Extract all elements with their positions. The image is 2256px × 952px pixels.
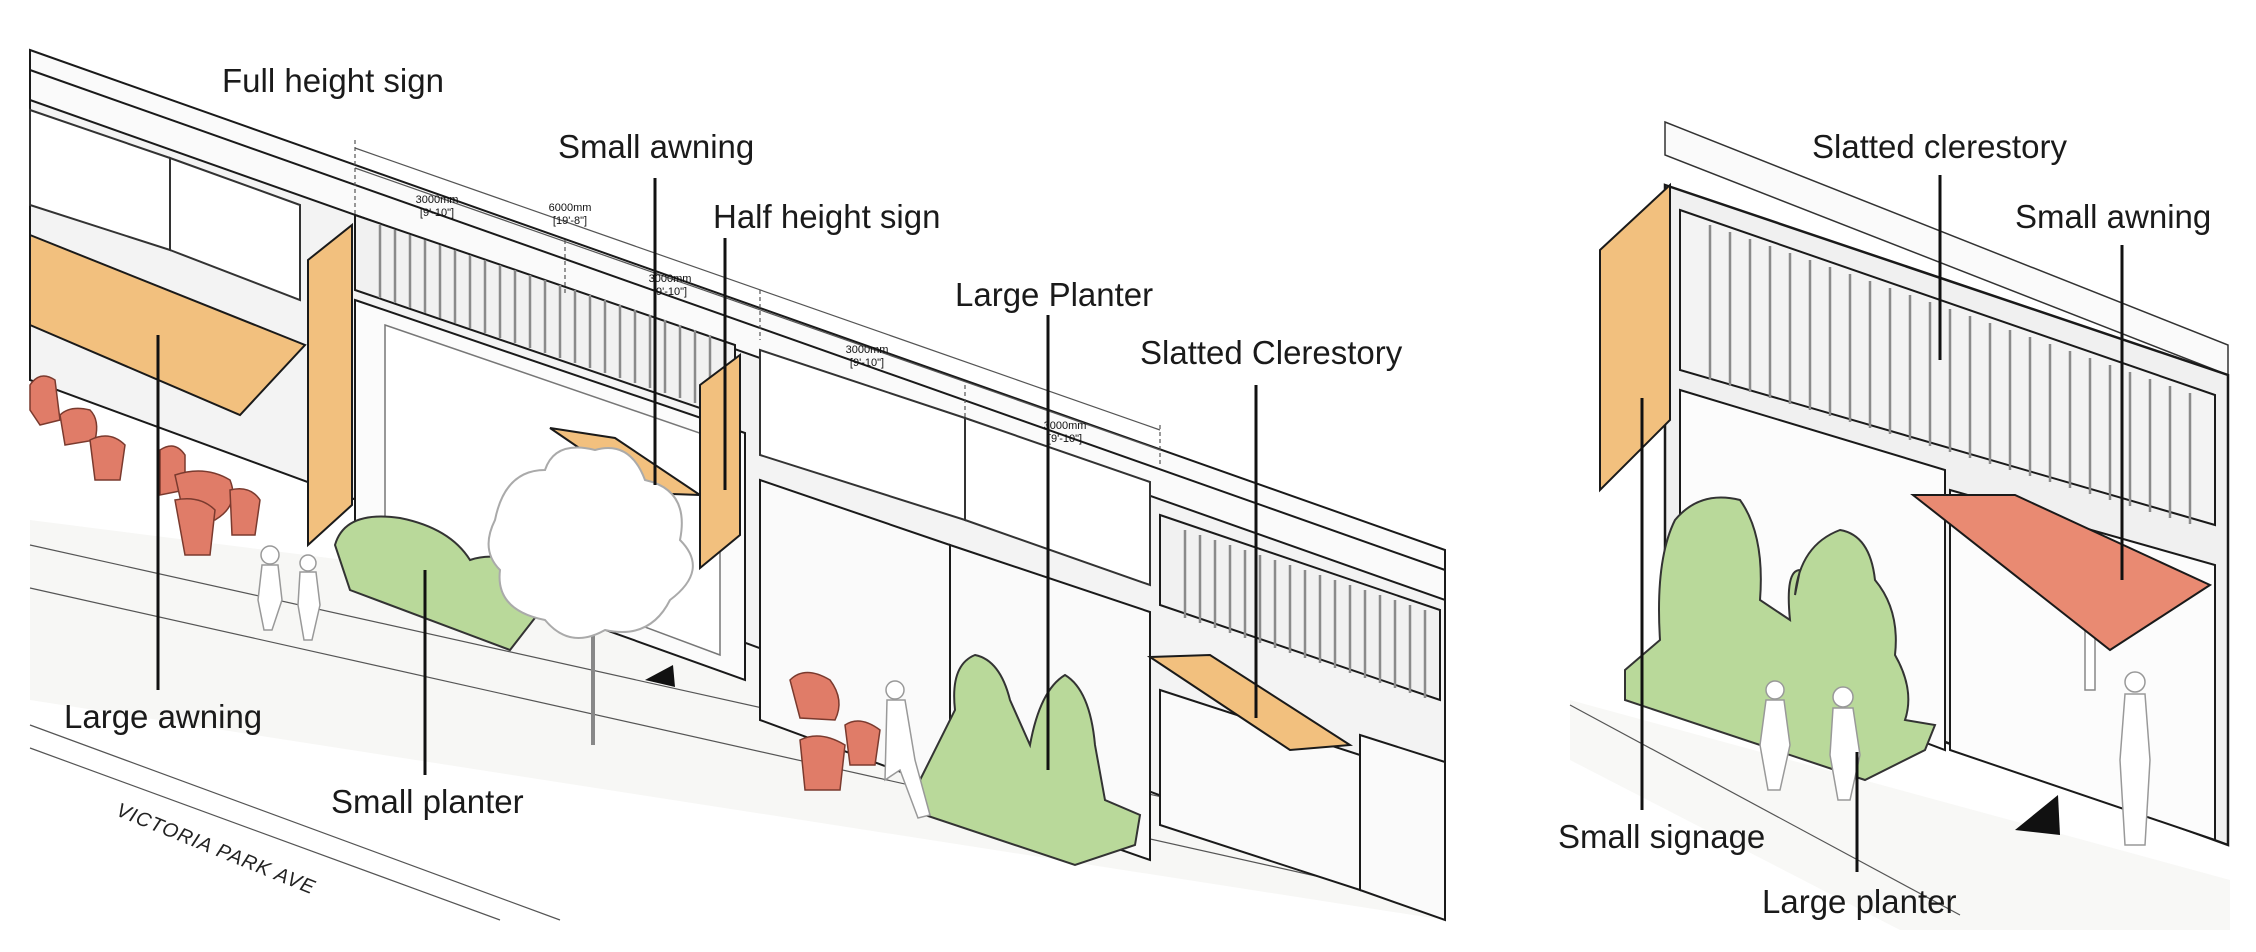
dim-5-imperial: [9'-10"] xyxy=(1048,433,1082,445)
dim-1-imperial: [9'-10"] xyxy=(420,207,454,219)
slats-1 xyxy=(378,225,712,408)
dimension-lines xyxy=(354,140,1161,465)
tree xyxy=(487,446,694,745)
label-large-awning: Large awning xyxy=(64,698,262,735)
label-slatted-clerestory: Slatted Clerestory xyxy=(1140,334,1403,371)
people-left xyxy=(257,545,321,641)
upper-window-2 xyxy=(169,156,301,302)
dim-3-mm: 3000mm xyxy=(649,273,692,285)
storefront-window-5 xyxy=(1359,733,1446,922)
right-entry-arrow xyxy=(2015,795,2060,835)
label-right-slatted-clerestory: Slatted clerestory xyxy=(1812,128,2067,165)
cafe-chairs-middle xyxy=(789,671,881,791)
dim-3-imperial: [9'-10"] xyxy=(653,286,687,298)
label-small-planter: Small planter xyxy=(331,783,524,820)
road-line xyxy=(29,724,561,921)
entry-arrow xyxy=(645,665,675,687)
cafe-chairs-left xyxy=(29,375,261,556)
curb-line-2 xyxy=(29,587,1446,906)
dimension-labels: 3000mm [9'-10"] 6000mm [19'-8"] 3000mm [… xyxy=(416,194,1087,445)
small-signage xyxy=(1599,182,1671,493)
full-height-sign xyxy=(307,222,353,548)
label-small-awning: Small awning xyxy=(558,128,754,165)
road-line-2 xyxy=(29,747,501,921)
label-large-planter: Large Planter xyxy=(955,276,1153,313)
large-planter xyxy=(918,653,1142,867)
roof-line xyxy=(29,69,1446,571)
left-diagram: 3000mm [9'-10"] 6000mm [19'-8"] 3000mm [… xyxy=(29,48,1446,922)
leader-lines-left xyxy=(156,178,1258,775)
slats-2 xyxy=(1183,530,1427,698)
right-small-awning xyxy=(1910,494,2213,652)
dim-5-mm: 3000mm xyxy=(1044,420,1087,432)
right-slatted-clerestory xyxy=(1679,208,2216,527)
people-right xyxy=(1759,671,2151,846)
right-diagram: Slatted clerestory Small awning Small si… xyxy=(1558,120,2230,930)
street-name: VICTORIA PARK AVE xyxy=(113,799,318,899)
label-right-large-planter: Large planter xyxy=(1762,883,1956,920)
small-awning-2 xyxy=(1146,653,1354,752)
half-height-sign xyxy=(699,353,741,571)
label-full-height-sign: Full height sign xyxy=(222,62,444,99)
label-small-signage: Small signage xyxy=(1558,818,1765,855)
right-slats xyxy=(1708,225,2192,524)
dim-1-mm: 3000mm xyxy=(416,194,459,206)
right-ground xyxy=(1570,700,2230,930)
label-half-height-sign: Half height sign xyxy=(713,198,940,235)
dim-2-imperial: [19'-8"] xyxy=(553,215,587,227)
label-right-small-awning: Small awning xyxy=(2015,198,2211,235)
large-awning xyxy=(29,233,307,417)
right-large-planter xyxy=(1624,496,1937,782)
leader-lines-right xyxy=(1640,175,2124,872)
dim-2-mm: 6000mm xyxy=(549,202,592,214)
person-middle xyxy=(884,680,931,819)
dim-4-mm: 3000mm xyxy=(846,344,889,356)
upper-window-4 xyxy=(964,416,1151,587)
dim-4-imperial: [9'-10"] xyxy=(850,357,884,369)
